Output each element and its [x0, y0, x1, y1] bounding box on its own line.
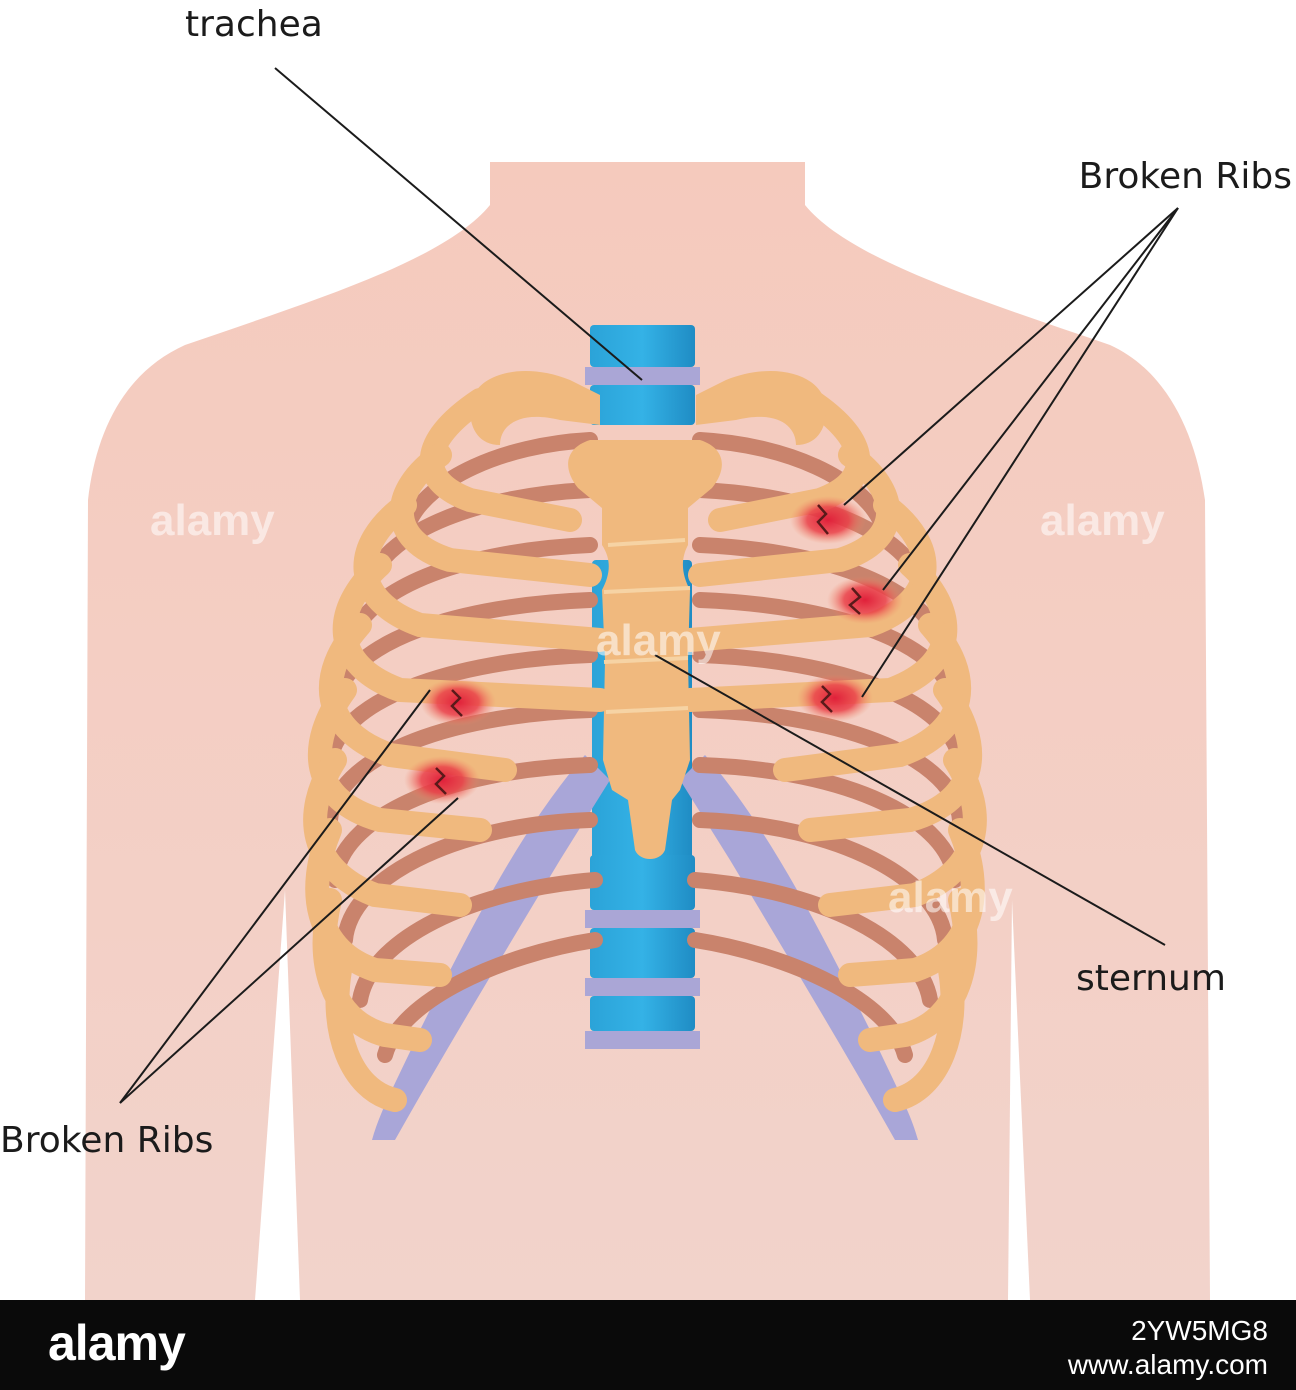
left-clavicle [470, 371, 600, 445]
watermarks: alamy alamy alamy alamy [150, 496, 1165, 922]
fracture-crack [848, 587, 862, 615]
fracture-crack [434, 767, 447, 795]
intervertebral-disc [585, 1031, 700, 1049]
watermark-text: alamy [1040, 496, 1165, 545]
source-url: www.alamy.com [1067, 1349, 1268, 1380]
fracture-glow [797, 674, 873, 722]
label-broken-ribs-left: Broken Ribs [0, 1120, 213, 1161]
sternum-segments [603, 538, 691, 714]
watermark-text: alamy [888, 873, 1013, 922]
watermark-footer: alamy 2YW5MG8 www.alamy.com [0, 1300, 1296, 1390]
fracture-glow [790, 496, 866, 544]
right-clavicle [696, 371, 826, 445]
left-arm-gap [255, 890, 300, 1300]
watermark-text: alamy [596, 616, 721, 665]
vertebra [590, 996, 695, 1031]
label-trachea: trachea [185, 4, 323, 45]
intervertebral-disc [585, 367, 700, 385]
label-broken-ribs-right: Broken Ribs [1079, 156, 1292, 197]
vertebra [590, 855, 695, 910]
fracture-crack [450, 689, 463, 717]
fracture-crack [820, 685, 833, 713]
fracture-glow [420, 678, 496, 726]
image-id: 2YW5MG8 [1131, 1315, 1268, 1346]
fracture-glow [404, 756, 480, 804]
fracture-glow [827, 576, 903, 624]
fracture-sites [404, 496, 903, 804]
label-sternum: sternum [1076, 958, 1226, 999]
sternum-bone [568, 440, 722, 859]
watermark-text: alamy [150, 496, 275, 545]
fracture-crack [816, 504, 829, 535]
vertebra [590, 928, 695, 978]
vertebra [590, 325, 695, 367]
right-costal-cartilage [680, 755, 918, 1140]
vertebra [590, 385, 695, 425]
rib-fracture-diagram: trachea Broken Ribs sternum Broken Ribs … [0, 4, 1292, 1300]
intervertebral-disc [585, 910, 700, 928]
left-costal-cartilage [372, 755, 610, 1140]
leader-lines [119, 67, 1179, 1104]
intervertebral-disc [585, 978, 700, 996]
alamy-logo: alamy [48, 1315, 186, 1371]
right-arm-gap [1008, 900, 1030, 1300]
